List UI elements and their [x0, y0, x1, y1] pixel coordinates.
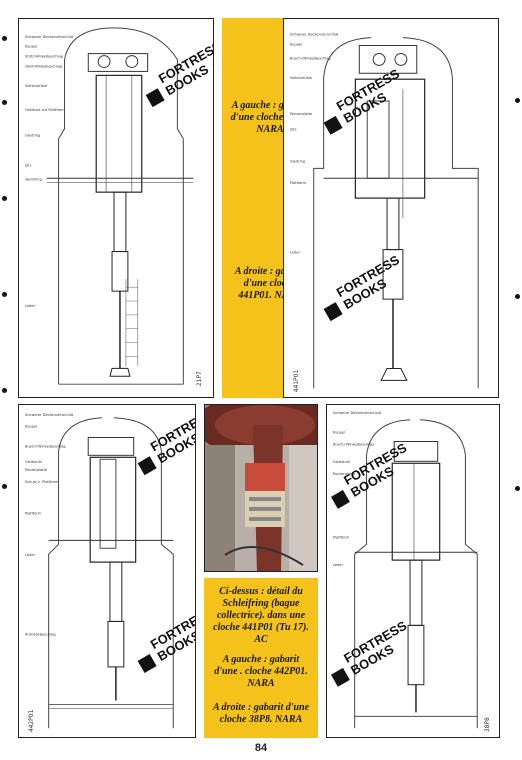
watermark: FORTRESS BOOKS	[137, 604, 195, 673]
caption-top-left: A gauche : gabarit d'une cloche 21P7. NA…	[230, 100, 310, 135]
label: Sitz	[25, 163, 32, 167]
label: Panzerplatte	[333, 472, 355, 476]
annotation: 38P8	[484, 717, 491, 732]
label: Schwerer Deckenverschluß	[25, 413, 74, 417]
label: Plattform	[333, 535, 350, 539]
watermark: FORTRESS BOOKS	[137, 406, 195, 476]
label: Buschr-Winkelbeschlag	[333, 442, 374, 446]
label: Gleitring	[25, 134, 40, 138]
technical-drawing-441p01: Schwerer Deckenverschluß Kuppel Buschr-W…	[290, 33, 479, 393]
drawing-cloche-38p8: Schwerer Deckenverschluß Kuppel Buschr-W…	[326, 404, 500, 738]
label: Buschr-Winkelbeschlag	[290, 56, 331, 60]
label: Seitenstütze	[25, 84, 47, 88]
binding-hole-left-2	[2, 100, 7, 105]
caption-top-right: A droite : gabarit d'une cloche 441P01. …	[234, 266, 306, 301]
label: Leiter	[333, 563, 344, 567]
binding-hole-left-1	[2, 36, 7, 41]
label: Kuppel	[25, 425, 37, 429]
technical-drawing-21p7: Schwerer Deckenverschluß Kuppel Stütz-Wi…	[25, 27, 213, 386]
label: Kuppel	[25, 45, 37, 49]
label: Kuppel	[333, 431, 345, 435]
binding-hole-right-2	[515, 294, 520, 299]
label: Panzerplatte	[25, 468, 47, 472]
label: Ventilring	[25, 177, 42, 181]
watermark: FORTRESS BOOKS	[145, 38, 213, 108]
technical-drawing-38p8: Schwerer Deckenverschluß Kuppel Buschr-W…	[330, 411, 491, 732]
label: Kuppel	[290, 43, 302, 47]
label: Schwerer Deckenverschluß	[333, 411, 382, 415]
label: Plattform	[290, 181, 307, 185]
drawing-cloche-442p01: Schwerer Deckenverschluß Kuppel Buschr-W…	[18, 404, 196, 738]
label: Leiter	[290, 251, 301, 255]
watermark: FORTRESS BOOKS	[330, 440, 410, 509]
label: Buschr-Winkelbeschlag	[25, 444, 66, 448]
drawing-cloche-21p7: Schwerer Deckenverschluß Kuppel Stütz-Wi…	[18, 18, 214, 398]
annotation: 441P01	[293, 370, 300, 393]
label: Schwerer Deckenverschluß	[25, 35, 74, 39]
binding-hole-right-1	[515, 98, 520, 103]
label: Panzerplatte	[290, 112, 312, 116]
caption-photo: Ci-dessus : détail du Schleifring (bague…	[213, 586, 309, 645]
annotation: 442P01	[28, 710, 35, 733]
label: Sitz	[290, 128, 297, 132]
label: Seitenstütze	[290, 76, 312, 80]
annotation: 21P7	[196, 371, 203, 386]
binding-hole-left-4	[2, 292, 7, 297]
watermark: FORTRESS BOOKS	[330, 618, 410, 687]
page-number: 84	[254, 742, 268, 754]
label: Schwerer Deckenverschluß	[290, 33, 339, 37]
watermark: FORTRESS BOOKS	[323, 66, 402, 135]
label: Plattform	[25, 512, 42, 516]
photo-schleifring	[204, 404, 318, 572]
label: Stütz-Winkelbeschlag	[25, 55, 63, 59]
label: Leiter	[25, 304, 36, 308]
drawing-cloche-441p01: Schwerer Deckenverschluß Kuppel Buschr-W…	[283, 18, 499, 398]
label: Gleit-Winkelbeschlag	[25, 64, 62, 68]
binding-hole-left-6	[2, 484, 7, 489]
caption-panel-bottom: Ci-dessus : détail du Schleifring (bague…	[204, 578, 318, 738]
watermark: FORTRESS BOOKS	[323, 252, 402, 322]
label: Leiter	[25, 553, 36, 557]
label: Gehäuse zur Plattform	[25, 108, 65, 112]
label: Gleitstuhl	[333, 460, 350, 464]
label: Schutz z. Plattform	[25, 480, 59, 484]
binding-hole-right-3	[515, 486, 520, 491]
binding-hole-left-5	[2, 388, 7, 393]
label: Gleitstuhl	[25, 460, 42, 464]
caption-bottom-left: A gauche : gabarit d'une . cloche 442P01…	[214, 654, 308, 689]
photo-image	[205, 405, 317, 571]
label: Antriebsbeschlag	[25, 632, 56, 636]
binding-hole-left-3	[2, 196, 7, 201]
technical-drawing-442p01: Schwerer Deckenverschluß Kuppel Buschr-W…	[25, 406, 195, 733]
label: Gleitring	[290, 159, 305, 163]
caption-bottom-right: A droite : gabarit d'une cloche 38P8. NA…	[212, 702, 310, 725]
